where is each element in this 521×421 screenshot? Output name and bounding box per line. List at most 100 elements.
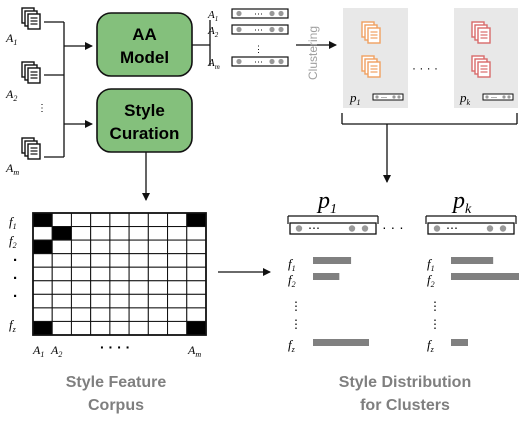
matrix-cell	[128, 293, 149, 309]
matrix-cell	[109, 280, 130, 295]
dist-pk-embedding-bar: ⋯	[427, 221, 515, 235]
matrix-cell	[51, 212, 72, 228]
matrix-cell	[90, 253, 111, 268]
svg-text:⋯: ⋯	[446, 221, 458, 235]
matrix-cell	[51, 280, 72, 295]
dist-pk-bar	[451, 257, 494, 264]
row-f2-label: f2	[9, 233, 17, 250]
matrix-cell	[128, 253, 149, 268]
matrix-border	[32, 212, 207, 336]
matrix-cell	[147, 266, 169, 282]
matrix-cell	[70, 212, 92, 228]
matrix-cell	[70, 226, 92, 241]
dist-pk-bar	[451, 273, 519, 280]
matrix-cell	[147, 280, 169, 295]
svg-text:⋯: ⋯	[254, 25, 263, 35]
matrix-cell	[90, 212, 111, 228]
matrix-cell	[167, 226, 188, 241]
dist-p1-f1-label: f1	[288, 256, 296, 273]
matrix-cell	[51, 226, 72, 241]
matrix-cell	[186, 226, 207, 241]
matrix-cell	[128, 266, 149, 282]
author-am-label: Am	[5, 161, 19, 177]
svg-text:⋯: ⋯	[381, 96, 387, 102]
matrix-cell	[147, 320, 169, 336]
style-distribution: p1 ⋯ · · · pk ⋯ f1 f2 ⋮ ⋮ fz f1	[287, 188, 519, 354]
matrix-cell	[128, 280, 149, 295]
cluster-p1-panel: p1 ⋯	[343, 8, 408, 108]
matrix-cell	[147, 212, 169, 228]
aa-model-box: AA Model	[96, 12, 193, 77]
matrix-cell	[167, 307, 188, 322]
matrix-cell	[32, 320, 53, 336]
vertical-ellipsis: ⋮	[429, 317, 441, 331]
document-icon	[471, 55, 491, 78]
embedding-connectors	[192, 20, 211, 66]
matrix-cell	[32, 253, 53, 268]
svg-text:⋯: ⋯	[491, 96, 497, 102]
matrix-cell	[51, 293, 72, 309]
matrix-cell	[128, 320, 149, 336]
col-am-label: Am	[187, 343, 201, 359]
matrix-cell	[51, 239, 72, 255]
matrix-cell	[70, 239, 92, 255]
document-icon	[361, 55, 381, 78]
matrix-cell	[147, 239, 169, 255]
matrix-cell	[51, 320, 72, 336]
style-feature-matrix: f1 f2 · · · fz A1 A2 · · · · Am	[9, 212, 207, 359]
matrix-cell	[186, 293, 207, 309]
document-icon	[21, 7, 41, 30]
matrix-cell	[186, 253, 207, 268]
style-curation-label-line2: Curation	[110, 124, 180, 143]
matrix-cell	[70, 280, 92, 295]
dist-p1-label: p1	[316, 188, 337, 217]
cluster-embedding-bar: ⋯	[372, 93, 404, 102]
matrix-cell	[186, 307, 207, 322]
embedding-bar: ⋯	[231, 56, 289, 67]
cluster-pk-label: pk	[459, 90, 471, 107]
style-curation-box: Style Curation	[96, 88, 193, 153]
matrix-cell	[167, 253, 188, 268]
matrix-cell	[147, 226, 169, 241]
document-icon	[361, 21, 381, 44]
row-ellipsis: ·	[13, 288, 18, 305]
style-curation-label-line1: Style	[124, 101, 165, 120]
matrix-cell	[51, 266, 72, 282]
matrix-cell	[167, 280, 188, 295]
row-ellipsis: ·	[13, 270, 18, 287]
svg-text:⋯: ⋯	[308, 221, 320, 235]
document-icon	[471, 21, 491, 44]
svg-text:⋯: ⋯	[254, 57, 263, 67]
matrix-cell	[32, 212, 53, 228]
matrix-cell	[90, 320, 111, 336]
matrix-cell	[167, 266, 188, 282]
dist-p1-fz-label: fz	[288, 337, 296, 354]
col-a1-label: A1	[32, 343, 44, 359]
embedding-a1-label: A1	[207, 9, 218, 23]
matrix-cell	[186, 239, 207, 255]
matrix-cell	[109, 226, 130, 241]
matrix-cell	[109, 307, 130, 322]
vertical-ellipsis: ⋮	[37, 103, 47, 114]
matrix-cell	[90, 226, 111, 241]
author-a2-label: A2	[5, 87, 17, 103]
matrix-cell	[70, 253, 92, 268]
matrix-cell	[167, 239, 188, 255]
matrix-cell	[109, 320, 130, 336]
dist-cluster-ellipsis: · · ·	[382, 219, 404, 235]
matrix-cell	[128, 239, 149, 255]
matrix-cell	[70, 320, 92, 336]
cluster-p1-label: p1	[349, 90, 361, 107]
dist-pk-f2-label: f2	[427, 272, 435, 289]
aa-model-label-line2: Model	[120, 48, 169, 67]
author-a1-label: A1	[5, 31, 17, 47]
cluster-pk-panel: pk ⋯	[454, 8, 518, 108]
matrix-cell	[51, 307, 72, 322]
matrix-cell	[147, 293, 169, 309]
dist-pk-bar	[451, 339, 468, 346]
doc-connectors	[44, 21, 93, 158]
matrix-cell	[90, 293, 111, 309]
cluster-embedding-bar: ⋯	[482, 93, 514, 102]
cluster-ellipsis: · · · ·	[412, 61, 438, 75]
matrix-cell	[51, 253, 72, 268]
